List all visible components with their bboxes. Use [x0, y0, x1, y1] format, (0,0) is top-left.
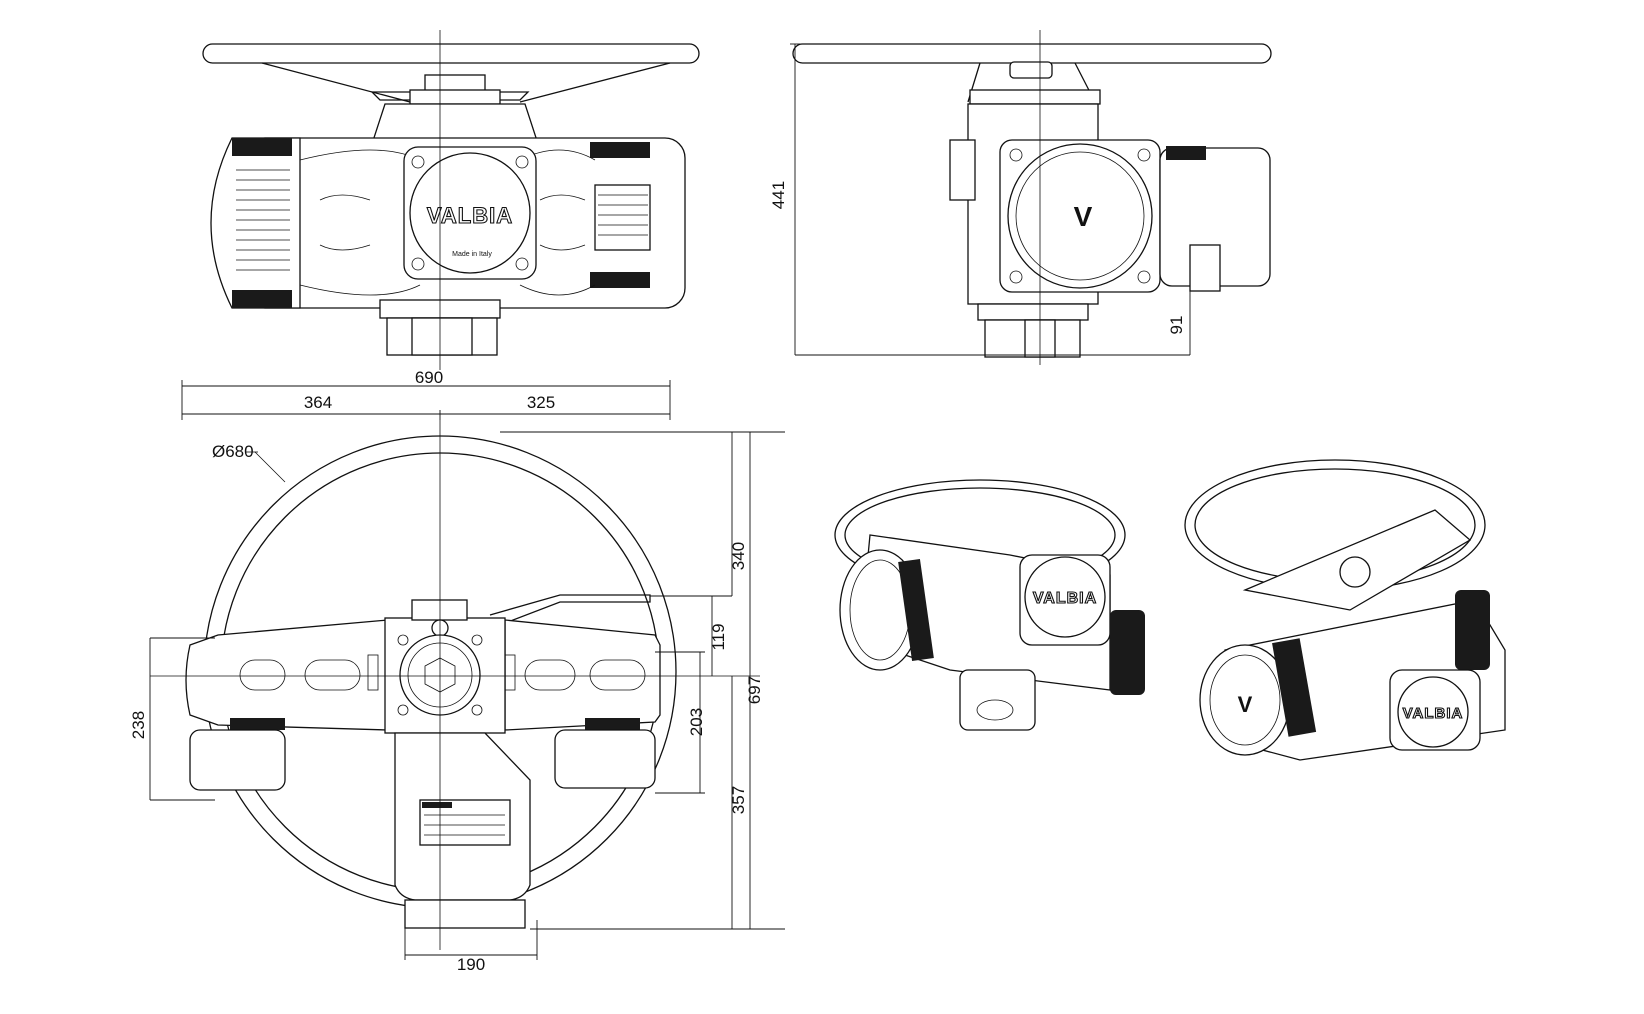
- side-elevation-view: V 441 91: [769, 30, 1272, 365]
- dim-overall-width-top: 690: [415, 368, 443, 387]
- dim-left-offset: 364: [304, 393, 332, 412]
- dim-depth-total: 697: [745, 676, 764, 704]
- iso-right-v-logo: V: [1238, 692, 1253, 717]
- dim-base-width: 190: [457, 955, 485, 974]
- front-elevation-view: VALBIA Made in Italy 690: [202, 30, 700, 387]
- iso-left-brand-logo: VALBIA: [1033, 590, 1097, 607]
- dim-body-width-left: 238: [129, 711, 148, 739]
- iso-right-brand-logo: VALBIA: [1403, 705, 1464, 722]
- dim-depth-lower: 357: [729, 786, 748, 814]
- dim-body-width-right: 203: [687, 708, 706, 736]
- isometric-view-right: V VALBIA: [1184, 459, 1506, 761]
- dim-handwheel-diameter: Ø680: [212, 442, 254, 461]
- dim-overall-height: 441: [769, 181, 788, 209]
- dim-lower-offset: 91: [1167, 316, 1186, 335]
- front-brand-logo: VALBIA: [427, 203, 513, 228]
- made-in-label: Made in Italy: [452, 251, 492, 258]
- dim-right-offset: 325: [527, 393, 555, 412]
- side-v-logo: V: [1074, 201, 1093, 232]
- dim-depth-upper: 340: [729, 542, 748, 570]
- dim-lever-offset: 119: [709, 623, 728, 650]
- isometric-view-left: VALBIA: [834, 479, 1145, 731]
- plan-view: 364 325 Ø680: [129, 380, 785, 974]
